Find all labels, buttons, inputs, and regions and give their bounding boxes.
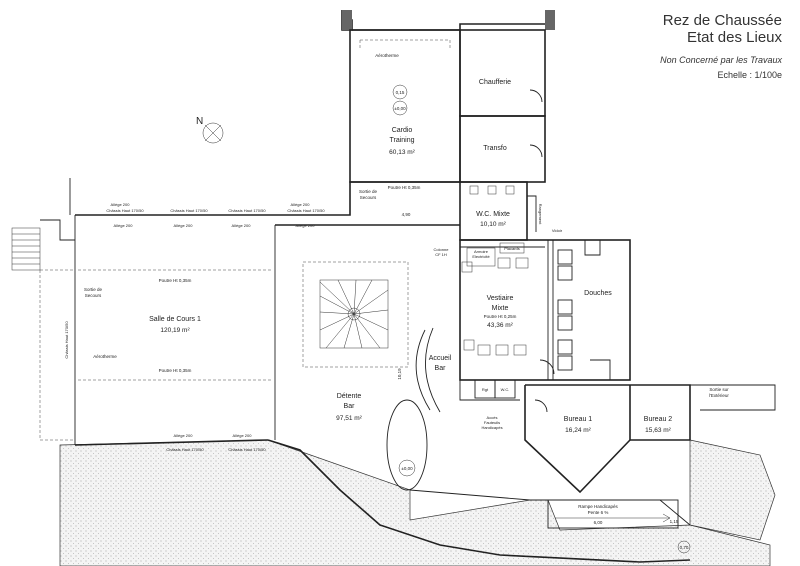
vidoir: Vidoir	[552, 228, 563, 233]
dim-070: 0,70	[680, 545, 689, 550]
title-line-2: Etat des Lieux	[686, 29, 782, 46]
placards: Placards	[504, 246, 520, 251]
vestiaire-area: 43,36 m²	[487, 322, 513, 329]
dim-490: 4,90	[402, 212, 411, 217]
dim-600: 6,00	[594, 520, 603, 525]
wall-stub-right	[545, 10, 555, 30]
salle-cours-area: 120,19 m²	[160, 327, 190, 334]
aerotherme-left: Aérotherme	[93, 354, 117, 359]
allege-8: Allège 200	[291, 202, 311, 207]
rgt-label: Rgt	[482, 387, 489, 392]
armoire-a: Armoire	[474, 249, 489, 254]
salle-cours-label: Salle de Cours 1	[149, 316, 201, 323]
accueil-counter	[415, 329, 431, 411]
chassis-5: Châssis Haut 170/50	[166, 447, 204, 452]
stair-void	[302, 261, 409, 368]
exterior-terrace	[689, 439, 776, 541]
chassis-1: Châssis Haut 170/50	[106, 208, 144, 213]
poutre-vestiaire: Poutre Ht 0,25m	[484, 314, 517, 319]
vestiaire-label-1: Vestiaire	[487, 295, 514, 302]
room-wc-small-walls	[494, 379, 516, 399]
exterior-ground	[59, 439, 771, 566]
accueil-label-1: Accueil	[429, 355, 452, 362]
cardio-area: 60,13 m²	[389, 149, 415, 156]
allege-7: Allège 200	[111, 202, 131, 207]
detente-area: 97,51 m²	[336, 415, 362, 422]
dim-000-top: ±0,00	[394, 106, 406, 111]
acces-b: Fauteuils	[484, 420, 500, 425]
bureau2-label: Bureau 2	[644, 416, 673, 423]
dim-1019: 10,19	[397, 368, 402, 380]
poutre-salle-bottom: Poutre Ht 0,35m	[159, 368, 192, 373]
allege-5: Allège 200	[174, 433, 194, 438]
wall-stub-left	[342, 10, 352, 30]
north-compass: N	[196, 116, 224, 144]
compass-label: N	[196, 116, 203, 127]
transfo-label: Transfo	[483, 145, 507, 152]
allege-4: Allège 200	[296, 223, 316, 228]
chaufferie-label: Chaufferie	[479, 79, 511, 86]
wc-mixte-area: 10,10 m²	[480, 221, 506, 228]
cardio-label-2: Training	[389, 137, 414, 144]
sortie-ext-a: Sortie sur	[709, 387, 729, 392]
chassis-6: Châssis Haut 170/50	[228, 447, 266, 452]
chassis-4: Châssis Haut 170/50	[287, 208, 325, 213]
poutre-salle-top: Poutre Ht 0,35m	[159, 278, 192, 283]
sortie-ext-b: l'Extérieur	[709, 393, 729, 398]
note-text: Non Concerné par les Travaux	[660, 55, 782, 65]
room-vestiaire-walls	[459, 239, 631, 381]
ramp	[547, 499, 679, 529]
aerotherme-top: Aérotherme	[375, 53, 399, 58]
spiral-stair	[319, 279, 389, 349]
allege-3: Allège 200	[232, 223, 252, 228]
colonne-a: Colonne	[434, 247, 450, 252]
cardio-label-1: Cardio	[392, 127, 413, 134]
wc-small-label: W.C.	[501, 387, 510, 392]
vestiaire-label-2: Mixte	[492, 305, 509, 312]
rampe-a: Rampe Handicapés	[578, 504, 618, 509]
douches-label: Douches	[584, 290, 612, 297]
armoire-b: Electricité	[472, 254, 490, 259]
dim-015: 0,15	[396, 90, 405, 95]
acces-c: Handicapés	[481, 425, 502, 430]
room-chaufferie-walls	[459, 29, 546, 117]
allege-6: Allège 200	[233, 433, 253, 438]
dim-000-bottom: ±0,00	[401, 466, 413, 471]
detente-label-1: Détente	[337, 393, 362, 400]
chassis-2: Châssis Haut 170/50	[170, 208, 208, 213]
sortie-2-b: Secours	[85, 293, 102, 298]
exterior-stair	[11, 227, 41, 271]
title-line-1: Rez de Chaussée	[662, 12, 782, 29]
scale-text: Echelle : 1/100e	[717, 70, 782, 80]
dim-115: 1,15	[670, 519, 679, 524]
bureau1-area: 16,24 m²	[565, 427, 591, 434]
bureau2-area: 15,63 m²	[645, 427, 671, 434]
chassis-3: Châssis Haut 170/50	[228, 208, 266, 213]
sortie-1-b: Secours	[360, 195, 377, 200]
rangement: Rangement	[538, 204, 543, 226]
chassis-vertical: Châssis Haut 170/50	[64, 321, 69, 359]
detente-label-2: Bar	[344, 403, 356, 410]
poutre-cardio: Poutre Ht 0,35m	[388, 185, 421, 190]
rampe-b: Pente 6 %	[588, 510, 609, 515]
oval-column	[386, 399, 428, 491]
colonne-b: CF 1H	[435, 252, 447, 257]
allege-1: Allège 200	[114, 223, 134, 228]
sortie-2-a: Sortie de	[84, 287, 103, 292]
wc-mixte-label: W.C. Mixte	[476, 211, 510, 218]
accueil-label-2: Bar	[435, 365, 447, 372]
sortie-1-a: Sortie de	[359, 189, 378, 194]
bureau1-label: Bureau 1	[564, 416, 593, 423]
allege-2: Allège 200	[174, 223, 194, 228]
acces-a: Accès	[487, 415, 498, 420]
